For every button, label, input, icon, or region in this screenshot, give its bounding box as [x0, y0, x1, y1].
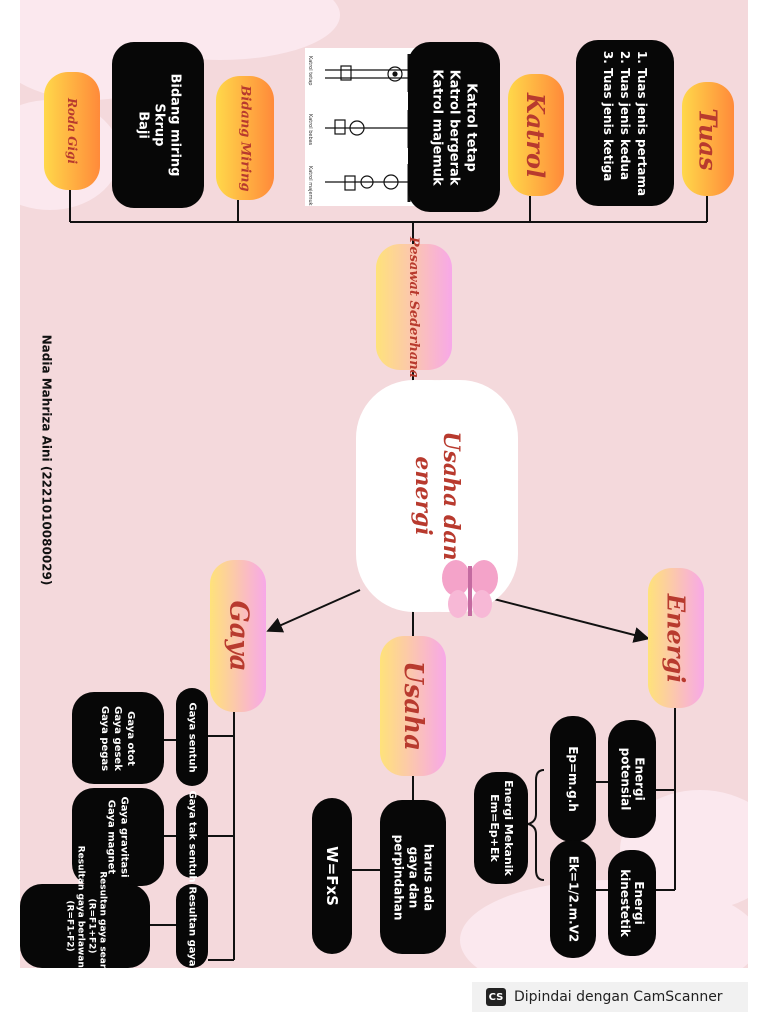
node-ek-formula: Ek=1/2.m.V2 — [550, 840, 596, 958]
katrol-item: Katrol bergerak — [446, 69, 462, 185]
gaya-tak-sentuh-item: Gaya gravitasi — [119, 796, 130, 878]
node-pesawat-sederhana: Pesawat Sederhana — [376, 236, 452, 378]
node-usaha-desc: harus ada gaya dan perpindahan — [380, 800, 446, 954]
camscanner-badge: CS Dipindai dengan CamScanner — [472, 982, 748, 1012]
diagram-label: Katrol majemuk — [307, 166, 313, 206]
node-gaya-tak-sentuh-list: Gaya gravitasi Gaya magnet — [72, 788, 164, 886]
gaya-sentuh-item: Gaya pegas — [99, 705, 111, 771]
node-gaya-tak-sentuh: Gaya tak sentuh — [176, 790, 208, 882]
camscanner-logo-icon: CS — [486, 988, 506, 1006]
node-gaya-sentuh: Gaya sentuh — [176, 688, 208, 786]
node-energi-potensial: Energi potensial — [608, 720, 656, 838]
node-usaha: Usaha — [380, 636, 446, 776]
node-tuas: Tuas — [682, 82, 734, 196]
katrol-item: Katrol tetap — [463, 82, 479, 172]
tuas-item: 3. Tuas jenis ketiga — [601, 50, 616, 181]
diagram-label: Katrol bebas — [307, 114, 313, 146]
node-tuas-list: 1. Tuas jenis pertama 2. Tuas jenis kedu… — [576, 40, 674, 206]
node-pesawat-others: Bidang miring Skrup Baji — [112, 42, 204, 208]
others-item: Baji — [135, 111, 150, 139]
resultan-item: (R=F1+F2) — [86, 898, 96, 954]
node-resultan-gaya: Resultan gaya — [176, 884, 208, 968]
node-usaha-formula: W=FxS — [312, 798, 352, 954]
camscanner-text: Dipindai dengan CamScanner — [514, 989, 723, 1005]
node-energi: Energi — [648, 568, 704, 708]
decor-cloud — [460, 880, 748, 968]
author-credit: Nadia Mahriza Aini (2221010080029) — [39, 334, 53, 586]
tuas-item: 1. Tuas jenis pertama — [635, 50, 650, 196]
node-roda-gigi: Roda Gigi — [44, 72, 100, 190]
node-gaya-sentuh-list: Gaya otot Gaya gesek Gaya pegas — [72, 692, 164, 784]
resultan-item: Resultan gaya berlawanan arah — [75, 845, 85, 968]
node-ep-formula: Ep=m.g.h — [550, 716, 596, 842]
others-item: Skrup — [151, 103, 166, 147]
katrol-item: Katrol majemuk — [429, 68, 445, 186]
pulley-diagram-drawing: Katrol tetap Katrol bebas Katrol majemuk — [307, 54, 411, 206]
node-katrol-list: Katrol tetap Katrol bergerak Katrol maje… — [408, 42, 500, 212]
gaya-sentuh-item: Gaya gesek — [112, 705, 124, 771]
resultan-item: (R=F1-F2) — [64, 900, 74, 952]
pulley-diagram: Katrol tetap Katrol bebas Katrol majemuk — [305, 48, 417, 206]
others-item: Bidang miring — [167, 73, 182, 177]
node-energi-kinetik: Energi kinestetik — [608, 850, 656, 956]
node-energi-mekanik: Energi Mekanik Em=Ep+Ek — [474, 772, 528, 884]
butterfly-icon — [442, 560, 498, 618]
gaya-sentuh-item: Gaya otot — [125, 710, 137, 766]
mekanik-formula: Em=Ep+Ek — [488, 794, 501, 862]
mind-map-page: Roda Gigi Bidang miring Skrup Baji Bidan… — [20, 0, 748, 968]
node-resultan-list: Resultan gaya searah (R=F1+F2) Resultan … — [20, 846, 150, 968]
node-katrol: Katrol — [508, 74, 564, 196]
resultan-item: Resultan gaya searah — [97, 871, 107, 968]
tuas-item: 2. Tuas jenis kedua — [618, 50, 633, 180]
node-bidang-miring: Bidang Miring — [216, 76, 274, 200]
mekanik-label: Energi Mekanik — [502, 780, 515, 876]
node-gaya: Gaya — [210, 560, 266, 712]
diagram-label: Katrol tetap — [307, 56, 313, 85]
